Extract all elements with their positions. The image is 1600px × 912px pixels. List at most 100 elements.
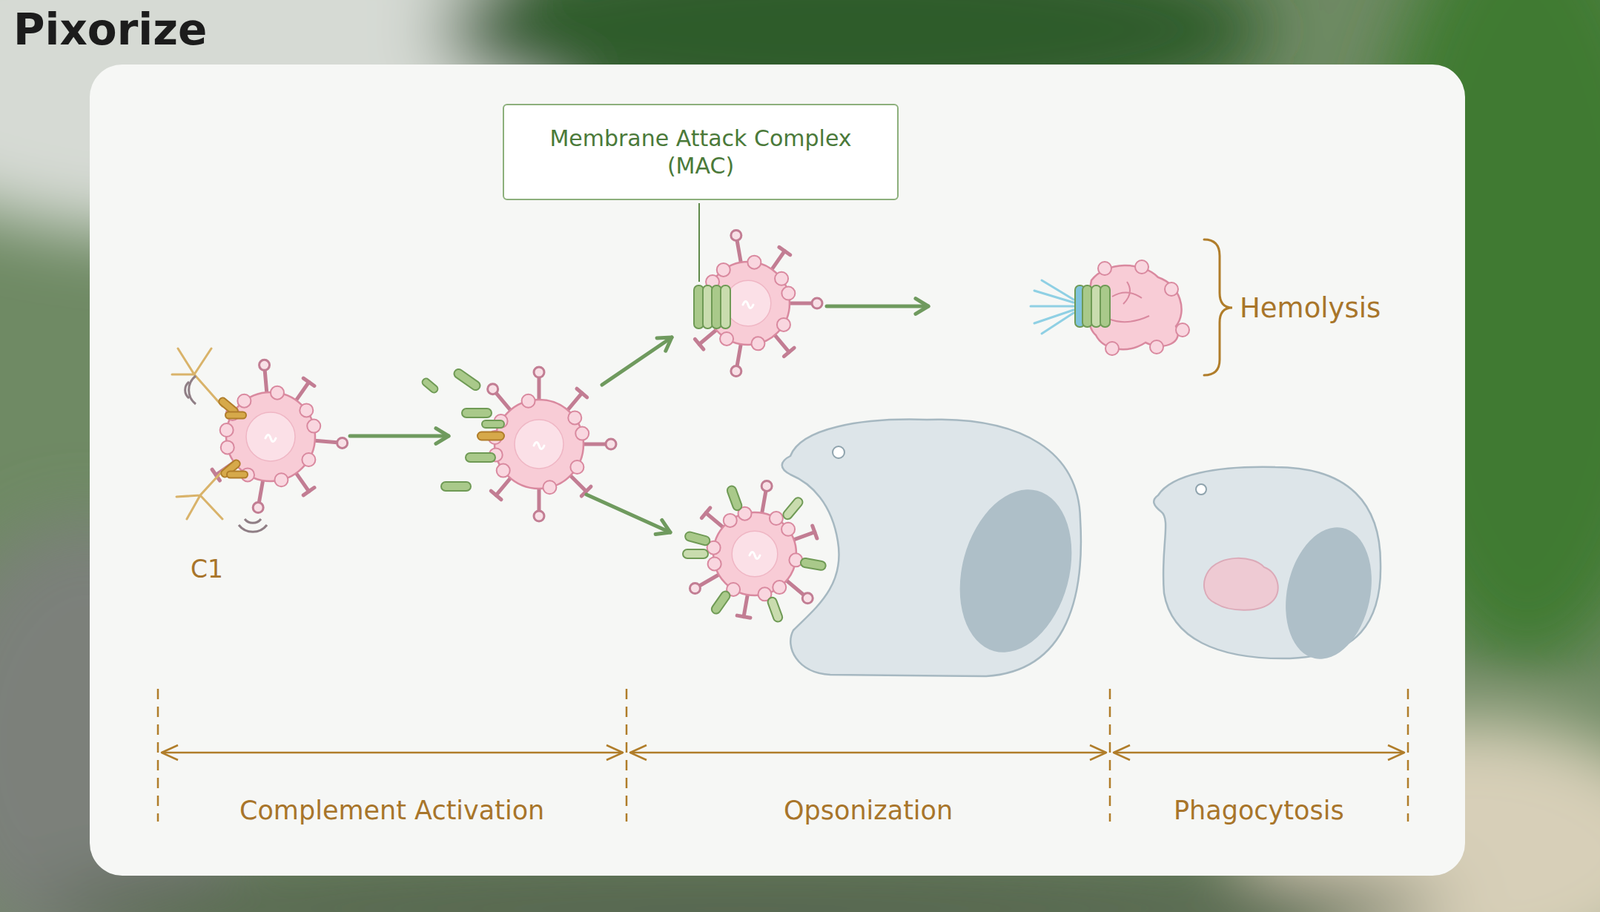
antigen-stalk <box>496 478 511 496</box>
antigen-stalk <box>537 377 542 400</box>
cell-mark <box>265 435 276 442</box>
antigen-bar <box>701 507 711 519</box>
antigen-knob <box>731 229 742 241</box>
complement-fragment <box>766 596 784 623</box>
antigen-stalk <box>794 532 815 540</box>
cell-bump <box>774 272 789 286</box>
antigen-stalk <box>496 392 511 411</box>
arrow-head <box>915 298 929 315</box>
arrow-head <box>655 519 671 534</box>
mac-pore <box>693 285 731 329</box>
antigen-stalk <box>736 344 741 367</box>
antigen-stalk <box>258 480 263 503</box>
complement-fragment <box>226 471 248 479</box>
arrow-shaft <box>586 494 671 533</box>
cell-bump <box>772 580 786 594</box>
mac-subunit <box>1100 285 1110 327</box>
process-arrow <box>349 428 449 445</box>
cell-bump <box>781 286 795 301</box>
antigen-bar <box>779 246 791 255</box>
antigen-knob <box>689 583 700 594</box>
antigen-knob <box>533 367 545 378</box>
complement-fragment <box>452 367 482 393</box>
process-arrow <box>602 337 672 385</box>
cell-bump <box>781 522 795 537</box>
complement-fragment <box>800 557 827 571</box>
signal-arc <box>185 375 196 405</box>
antigen-bar <box>736 615 751 618</box>
dashed-divider <box>1407 688 1410 822</box>
antigen-knob <box>487 384 499 395</box>
complement-fragment <box>684 530 712 546</box>
antigen-knob <box>605 438 617 450</box>
cell-bump <box>575 427 589 441</box>
cell-bump <box>747 255 761 270</box>
complement-fragment <box>781 496 805 522</box>
antigen-knob <box>533 510 545 522</box>
arrow-shaft <box>349 434 449 439</box>
cell-bump <box>567 410 582 425</box>
antigen-bar <box>303 487 315 496</box>
cell-body <box>713 512 797 596</box>
cell-bump <box>270 386 284 400</box>
cell-mark <box>533 442 545 450</box>
dimension-line <box>1113 751 1405 755</box>
cell-center <box>514 419 564 469</box>
cell-center <box>731 530 778 577</box>
leader-line <box>698 203 700 282</box>
complement-fragment <box>465 453 496 462</box>
cell-bump <box>1135 260 1149 274</box>
antigen-stalk <box>774 335 789 353</box>
cell-bump <box>237 394 251 408</box>
process-arrow <box>826 298 929 315</box>
antigen-knob <box>761 480 772 491</box>
antigen-knob <box>811 298 823 309</box>
complement-fragment <box>481 420 505 428</box>
red-blood-cell <box>212 359 348 513</box>
cell-bump <box>496 464 511 478</box>
antibody <box>172 348 223 407</box>
dimension-line <box>161 751 623 755</box>
antigen-stalk <box>570 475 586 491</box>
engulfed-cell <box>1204 558 1279 611</box>
cell-bump <box>274 473 288 487</box>
stage-label: Phagocytosis <box>1173 794 1345 826</box>
arrow-shaft <box>826 304 929 309</box>
cell-bump <box>1175 323 1190 337</box>
dimension-line <box>630 751 1107 755</box>
antigen-stalk <box>786 580 804 595</box>
macrophage-eye <box>832 446 845 459</box>
cell-bump <box>1149 340 1164 354</box>
cell-bump <box>719 332 734 346</box>
component-label: C1 <box>190 554 224 585</box>
arrow-head <box>435 428 449 445</box>
cell-bump <box>777 318 791 332</box>
lysed-body <box>1087 265 1182 350</box>
lysed-cell <box>1030 260 1190 356</box>
antigen-bar <box>812 525 818 539</box>
antigen-knob <box>259 359 270 370</box>
antigen-knob <box>252 502 264 514</box>
dimension-head <box>1387 745 1405 760</box>
dashed-divider <box>157 688 160 822</box>
dimension-head <box>630 745 647 760</box>
process-arrow <box>586 494 671 535</box>
arrow-shaft <box>602 337 672 385</box>
antigen-stalk <box>537 488 542 511</box>
antigen-bar <box>694 338 704 350</box>
cell-bump <box>1105 341 1119 356</box>
brace <box>1204 239 1233 376</box>
macrophage-nucleus <box>1274 518 1384 667</box>
antigen-stalk <box>295 381 309 401</box>
dashed-divider <box>1109 688 1112 822</box>
dashed-divider <box>625 688 628 822</box>
cell-body <box>494 399 584 489</box>
spray <box>1030 280 1074 334</box>
cell-bump <box>521 394 536 408</box>
signal-arc <box>238 518 267 532</box>
dimension-head <box>1113 745 1130 760</box>
complement-fragment <box>441 481 471 491</box>
antigen-stalk <box>699 574 720 586</box>
dimension-head <box>1089 745 1107 760</box>
macrophage-nucleus <box>942 476 1089 666</box>
